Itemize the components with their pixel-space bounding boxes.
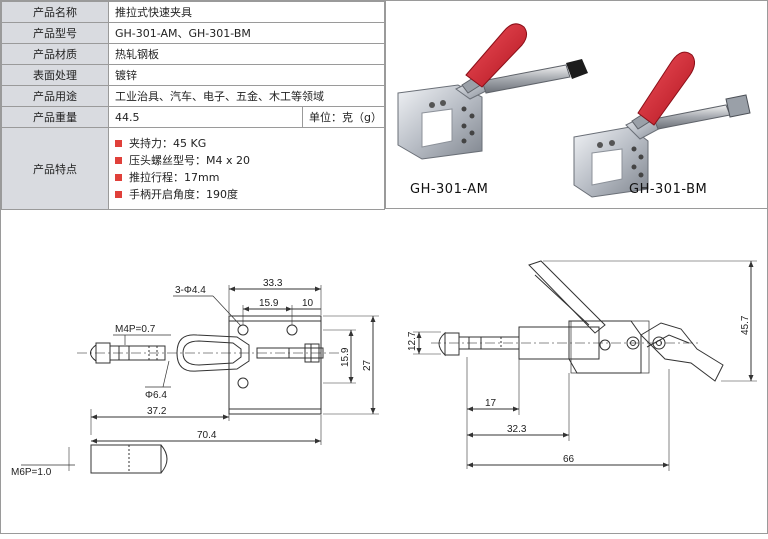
dim-top-phi-6-4: Φ6.4 [145, 390, 167, 401]
spec-label: 产品用途 [1, 85, 109, 107]
spec-label: 产品名称 [1, 1, 109, 23]
technical-drawing: 3-Φ4.4 33.3 15.9 10 15.9 27 Φ6.4 37.2 70… [1, 209, 768, 535]
dim-top-33-3: 33.3 [263, 278, 283, 289]
spec-label: 表面处理 [1, 64, 109, 86]
dim-side-32-3: 32.3 [507, 424, 527, 435]
weight-value: 44.5 [108, 106, 303, 128]
thread-spec-m6: M6P=1.0 [11, 467, 52, 478]
spec-row: 产品型号 GH-301-AM、GH-301-BM [1, 22, 385, 44]
dim-top-15-9-v: 15.9 [340, 347, 351, 367]
product-photos: GH-301-AM GH-301-BM [385, 1, 768, 209]
caption-am: GH-301-AM [410, 182, 489, 197]
dim-side-45-7: 45.7 [740, 315, 751, 335]
spec-row: 产品材质 热轧钢板 [1, 43, 385, 65]
spec-row-features: 产品特点 夹持力：45 KG 压头螺丝型号：M4 x 20 推拉行程：17mm … [1, 127, 385, 210]
clamp-bm-photo [573, 51, 751, 198]
spec-row-weight: 产品重量 44.5 单位：克（g） [1, 106, 385, 128]
spec-table: 产品名称 推拉式快速夹具 产品型号 GH-301-AM、GH-301-BM 产品… [1, 1, 385, 210]
dim-side-66: 66 [563, 454, 575, 465]
spec-value: 镀锌 [108, 64, 385, 86]
feature-text: 夹持力：45 KG [129, 137, 207, 150]
spec-value: 工业治具、汽车、电子、五金、木工等领域 [108, 85, 385, 107]
feature-item: 压头螺丝型号：M4 x 20 [115, 152, 378, 169]
dim-hole-spec: 3-Φ4.4 [175, 285, 206, 296]
feature-text: 推拉行程：17mm [129, 171, 220, 184]
clamp-am-photo [397, 23, 588, 160]
dim-top-37-2: 37.2 [147, 406, 167, 417]
feature-item: 夹持力：45 KG [115, 135, 378, 152]
dim-side-12-7: 12.7 [407, 331, 418, 351]
dim-top-10: 10 [302, 298, 314, 309]
dim-side-17: 17 [485, 398, 497, 409]
thread-spec-m4: M4P=0.7 [115, 324, 156, 335]
clamp-photos-illustration [397, 23, 751, 198]
spec-label: 产品材质 [1, 43, 109, 65]
feature-item: 推拉行程：17mm [115, 169, 378, 186]
features-list: 夹持力：45 KG 压头螺丝型号：M4 x 20 推拉行程：17mm 手柄开启角… [108, 127, 385, 210]
bullet-square-icon [115, 190, 122, 198]
spec-label: 产品特点 [1, 127, 109, 210]
spec-value: 热轧钢板 [108, 43, 385, 65]
spec-row: 表面处理 镀锌 [1, 64, 385, 86]
bullet-square-icon [115, 173, 122, 181]
spec-label: 产品重量 [1, 106, 109, 128]
weight-unit: 单位：克（g） [302, 106, 385, 128]
dim-top-15-9-h: 15.9 [259, 298, 279, 309]
bullet-square-icon [115, 156, 122, 164]
spec-value: 推拉式快速夹具 [108, 1, 385, 23]
dim-top-70-4: 70.4 [197, 430, 217, 441]
spec-value: GH-301-AM、GH-301-BM [108, 22, 385, 44]
feature-item: 手柄开启角度：190度 [115, 186, 378, 203]
spec-label: 产品型号 [1, 22, 109, 44]
spec-row: 产品名称 推拉式快速夹具 [1, 1, 385, 23]
dimension-drawing: 3-Φ4.4 33.3 15.9 10 15.9 27 Φ6.4 37.2 70… [11, 260, 757, 478]
dim-top-27: 27 [362, 359, 373, 371]
bullet-square-icon [115, 139, 122, 147]
spec-row: 产品用途 工业治具、汽车、电子、五金、木工等领域 [1, 85, 385, 107]
feature-text: 手柄开启角度：190度 [129, 188, 238, 201]
feature-text: 压头螺丝型号：M4 x 20 [129, 154, 250, 167]
caption-bm: GH-301-BM [629, 182, 708, 197]
